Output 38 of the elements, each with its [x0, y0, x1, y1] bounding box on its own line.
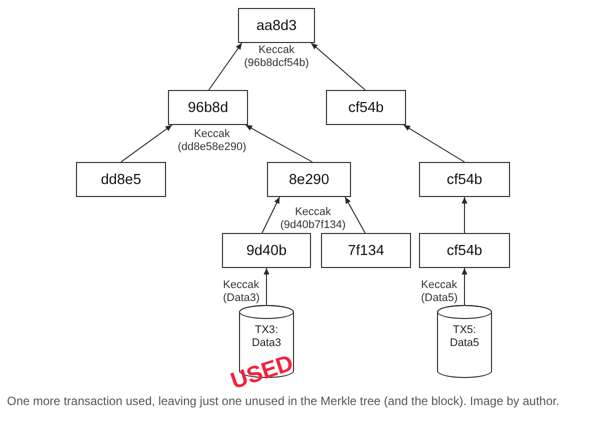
hash-value: cf54b — [446, 242, 482, 258]
hash-box — [321, 233, 411, 268]
hash-value: dd8e5 — [100, 172, 142, 188]
transaction-label: TX3: Data3 — [250, 324, 282, 350]
arrow — [120, 124, 172, 162]
hash-value: cf54b — [348, 100, 384, 116]
stamp-label: USED — [228, 351, 296, 393]
hash-box — [419, 162, 510, 197]
hash-box — [419, 233, 510, 268]
arrow — [208, 42, 242, 90]
hash-formula: Keccak (9d40b7f134) — [280, 206, 346, 232]
arrow — [264, 268, 270, 306]
arrow — [344, 196, 366, 234]
hash-value: aa8d3 — [256, 18, 297, 34]
hash-formula: Keccak (96b8dcf54b) — [243, 44, 310, 70]
arrow — [262, 196, 280, 234]
hash-value: 7f134 — [348, 242, 384, 258]
transaction-label: TX5: Data5 — [448, 324, 480, 350]
hash-box — [168, 90, 248, 125]
hash-box — [76, 162, 166, 197]
hash-value: 96b8d — [188, 100, 228, 116]
hash-value: 8e290 — [288, 172, 330, 188]
arrow — [245, 124, 313, 162]
hash-value: 9d40b — [246, 242, 287, 258]
database-cylinder — [437, 305, 492, 378]
hash-box — [222, 233, 311, 268]
arrow — [310, 42, 366, 90]
caption: One more transaction used, leaving just one unused in the Merkle tree (and the block). Image by author. — [7, 394, 560, 409]
hash-box — [238, 8, 315, 43]
edge-label: Keccak (Data3) — [223, 279, 262, 305]
hash-value: cf54b — [446, 172, 482, 188]
hash-box — [326, 90, 406, 125]
hash-box — [267, 162, 351, 197]
arrow — [462, 268, 468, 306]
arrow — [462, 196, 468, 234]
hash-formula: Keccak (dd8e58e290) — [177, 128, 247, 154]
edge-label: Keccak (Data5) — [421, 279, 460, 305]
arrow — [403, 124, 465, 162]
